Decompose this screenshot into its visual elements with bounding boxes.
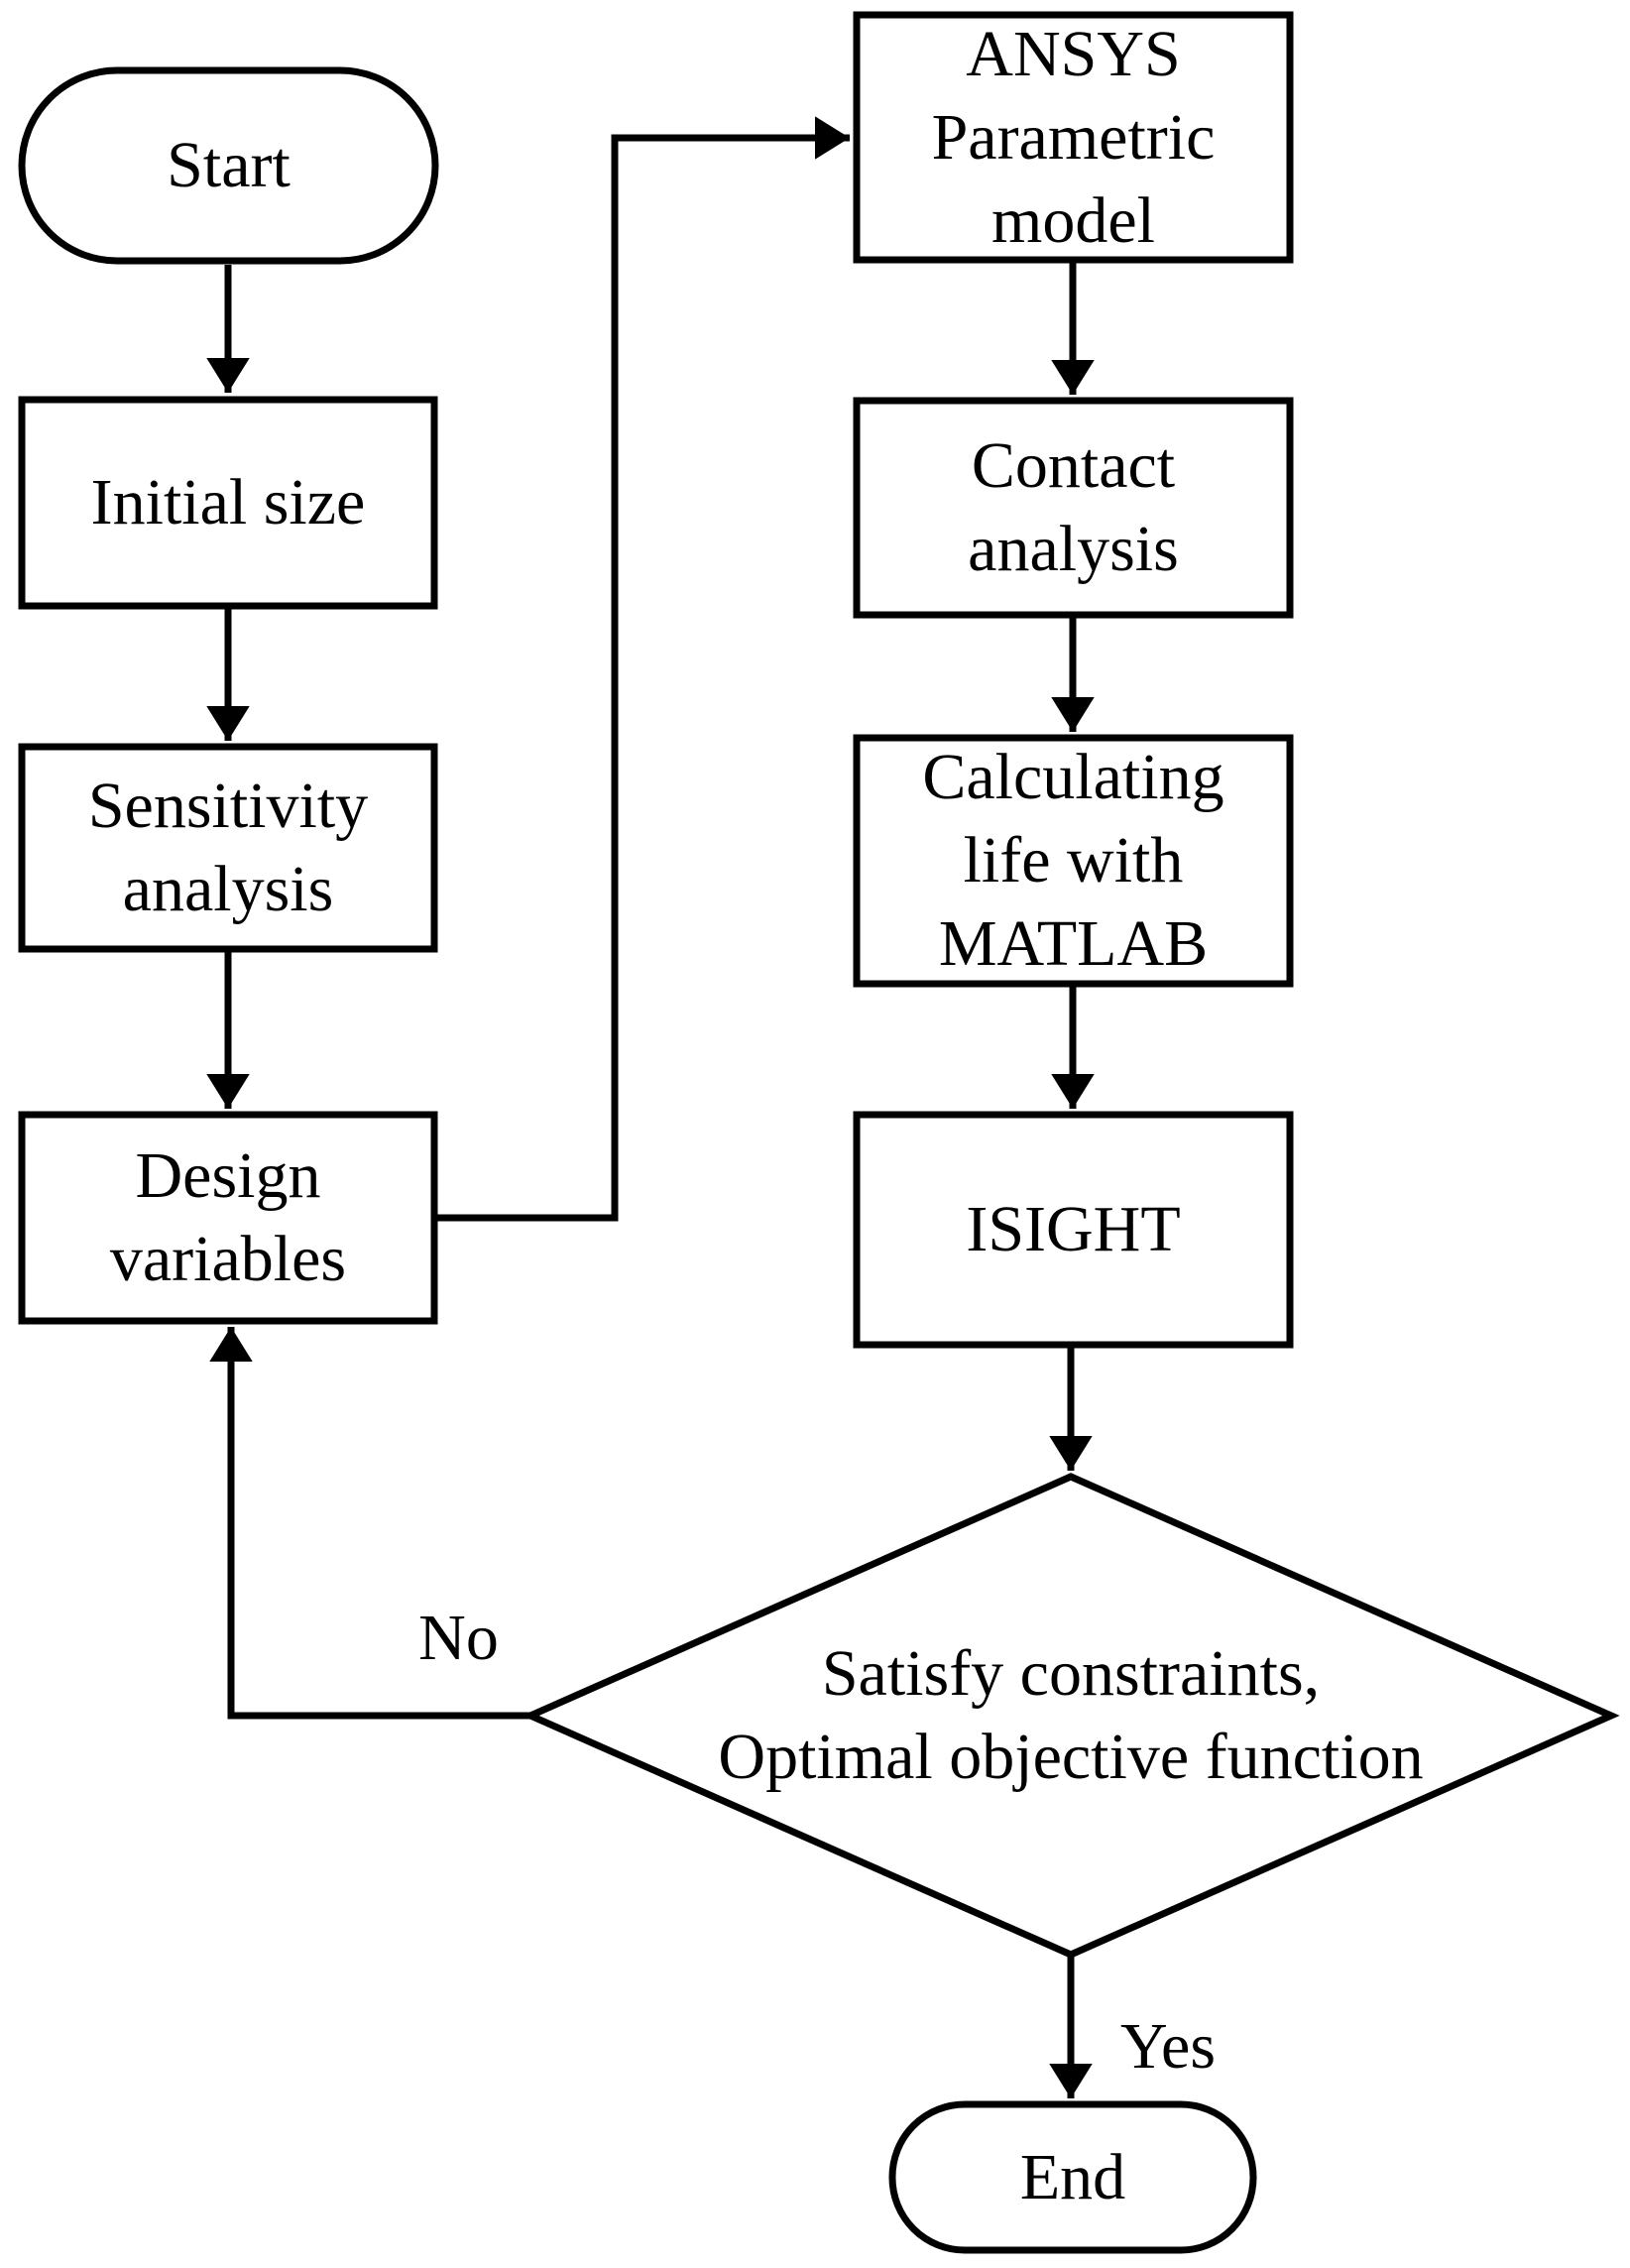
design-variables-box (18, 1111, 438, 1325)
ansys-parametric-model-box (853, 11, 1294, 264)
decision-diamond (522, 1473, 1620, 1959)
initial-size-box (18, 396, 438, 610)
end-terminator-shape (888, 2100, 1257, 2254)
isight-box (853, 1111, 1294, 1349)
calculating-life-box (853, 734, 1294, 988)
start-terminator-shape (18, 66, 439, 265)
contact-analysis-box (853, 397, 1294, 619)
sensitivity-analysis-box (18, 743, 438, 953)
arrow-decision-no-to-design-variables (209, 1327, 530, 1720)
arrow-design-variables-to-ansys (434, 116, 850, 1222)
